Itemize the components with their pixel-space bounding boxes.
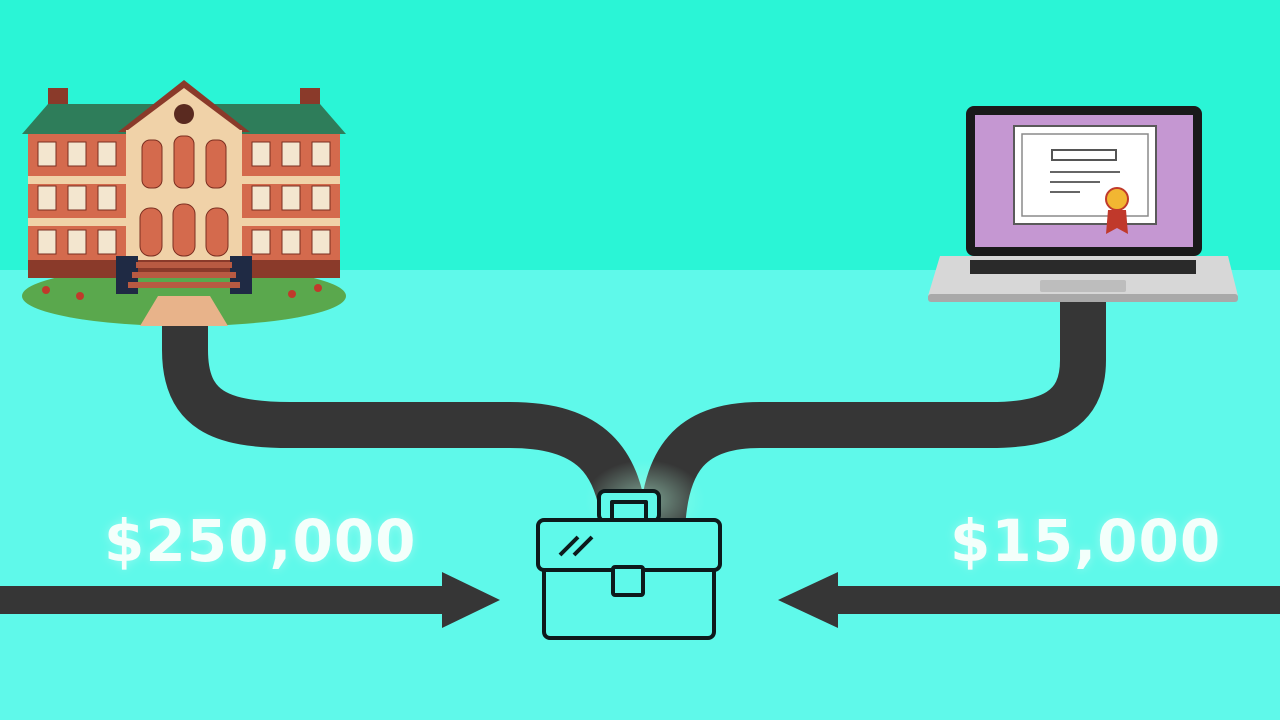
online-cert-cost-label: $15,000 bbox=[950, 507, 1222, 575]
university-building-icon bbox=[22, 80, 346, 326]
right-arrow bbox=[778, 572, 1280, 628]
university-cost-label: $250,000 bbox=[104, 507, 417, 575]
briefcase-icon bbox=[536, 489, 722, 640]
laptop-certificate-icon bbox=[928, 106, 1238, 302]
left-arrow bbox=[0, 572, 500, 628]
